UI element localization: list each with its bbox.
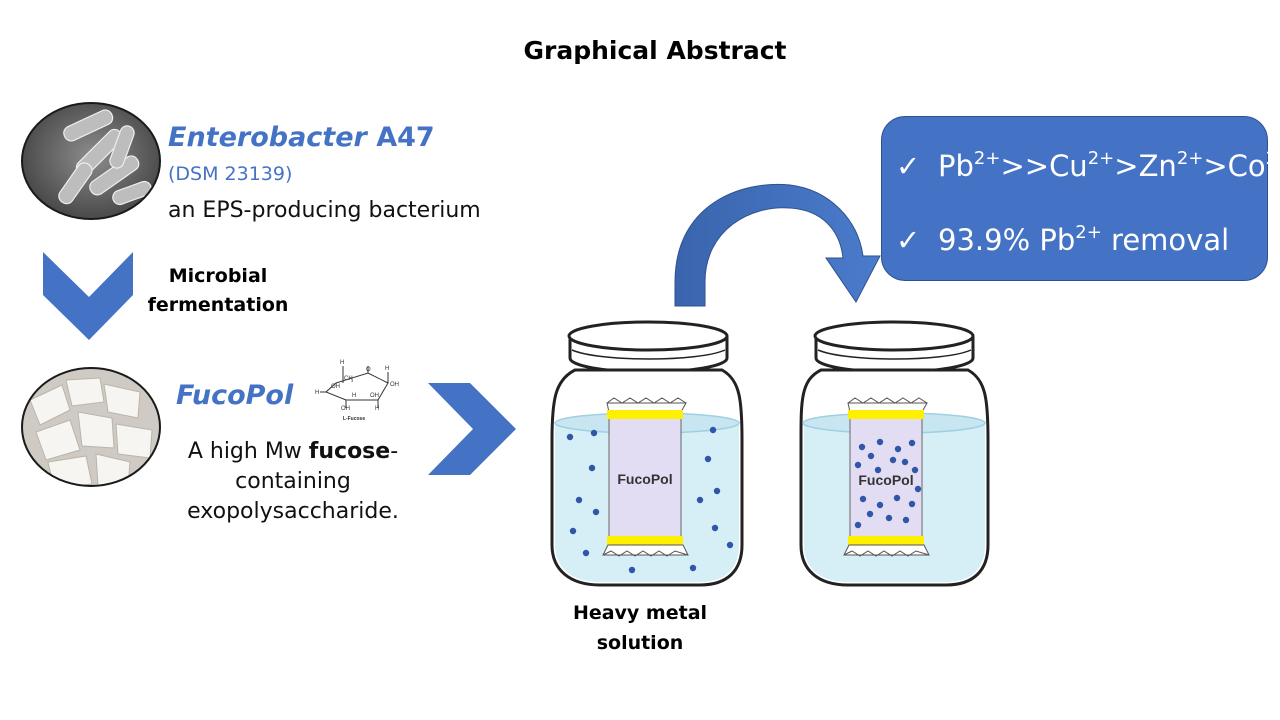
fucopol-photo-frame xyxy=(21,367,161,487)
svg-text:H: H xyxy=(375,406,379,412)
organism-genus: Enterobacter xyxy=(168,122,367,153)
polymer-desc-line2: containing xyxy=(235,469,351,494)
process-line1: Microbial xyxy=(168,265,268,287)
micrograph-frame xyxy=(21,102,161,220)
results-box: ✓Pb2+>>Cu2+>Zn2+>Co2+ ✓93.9% Pb2+ remova… xyxy=(881,116,1280,281)
ion-co-charge: 2+ xyxy=(1265,148,1280,169)
organism-strain: A47 xyxy=(376,122,435,153)
fucose-caption: L-Fucose xyxy=(343,416,365,422)
jar-caption-line2: solution xyxy=(596,632,684,654)
removal-ion-charge: 2+ xyxy=(1075,222,1102,243)
removal-suffix: removal xyxy=(1111,223,1230,257)
desc-bold: fucose xyxy=(308,439,391,464)
left-jar xyxy=(550,320,744,587)
transfer-curved-arrow xyxy=(674,183,881,307)
polymer-desc-line3: exopolysaccharide. xyxy=(187,499,399,524)
svg-text:OH: OH xyxy=(341,406,350,412)
chevron-right-arrow xyxy=(428,383,516,475)
svg-text:OH: OH xyxy=(390,382,399,388)
jar-caption-line1: Heavy metal xyxy=(572,602,708,624)
page-title: Graphical Abstract xyxy=(523,36,787,65)
removal-percent: 93.9% xyxy=(938,223,1031,257)
process-label: Microbial fermentation xyxy=(138,262,298,320)
polymer-desc-line1: A high Mw fucose- xyxy=(168,437,418,467)
bacterium-micrograph xyxy=(22,103,160,219)
ion-cu: Cu xyxy=(1049,149,1088,183)
svg-text:H: H xyxy=(340,360,344,366)
organism-collection: (DSM 23139) xyxy=(168,163,293,185)
fucose-atoms: H CH 3 O H OH H OH H H OH OH xyxy=(315,360,399,412)
polymer-description: A high Mw fucose- containing exopolysacc… xyxy=(168,437,418,527)
jar-caption: Heavy metal solution xyxy=(560,598,720,658)
fucopol-photo xyxy=(22,368,160,486)
desc-prefix: A high Mw xyxy=(187,439,309,464)
ion-pb: Pb xyxy=(938,149,974,183)
sep-2: > xyxy=(1114,149,1139,183)
right-bag-label: FucoPol xyxy=(858,472,913,488)
svg-text:3: 3 xyxy=(351,378,354,383)
svg-text:CH: CH xyxy=(344,376,353,382)
ion-cu-charge: 2+ xyxy=(1087,148,1115,169)
process-line2: fermentation xyxy=(147,294,289,316)
check-icon: ✓ xyxy=(896,149,921,183)
ion-zn-charge: 2+ xyxy=(1176,148,1204,169)
chevron-down-arrow xyxy=(43,252,133,340)
organism-name: Enterobacter A47 xyxy=(168,122,435,153)
ion-pb-charge: 2+ xyxy=(973,148,1001,169)
check-icon: ✓ xyxy=(896,223,921,257)
removal-line: ✓ 93.9% Pb2+ removal xyxy=(896,223,1229,257)
svg-text:H: H xyxy=(385,366,389,372)
organism-description: an EPS-producing bacterium xyxy=(168,198,481,223)
removal-ion: Pb xyxy=(1039,223,1076,257)
svg-text:O: O xyxy=(366,367,371,373)
svg-text:OH: OH xyxy=(370,393,379,399)
sep-1: >> xyxy=(1000,149,1050,183)
right-jar xyxy=(799,320,990,587)
left-bag-label: FucoPol xyxy=(617,471,672,487)
svg-text:H: H xyxy=(352,393,356,399)
desc-suffix: - xyxy=(390,439,399,464)
polymer-name: FucoPol xyxy=(176,380,294,411)
selectivity-line: ✓Pb2+>>Cu2+>Zn2+>Co2+ xyxy=(896,149,1280,183)
svg-text:OH: OH xyxy=(331,384,340,390)
ion-zn: Zn xyxy=(1138,149,1177,183)
fucose-structure xyxy=(320,366,389,408)
ion-co: Co xyxy=(1227,149,1266,183)
sep-3: > xyxy=(1203,149,1228,183)
svg-text:H: H xyxy=(315,390,319,396)
